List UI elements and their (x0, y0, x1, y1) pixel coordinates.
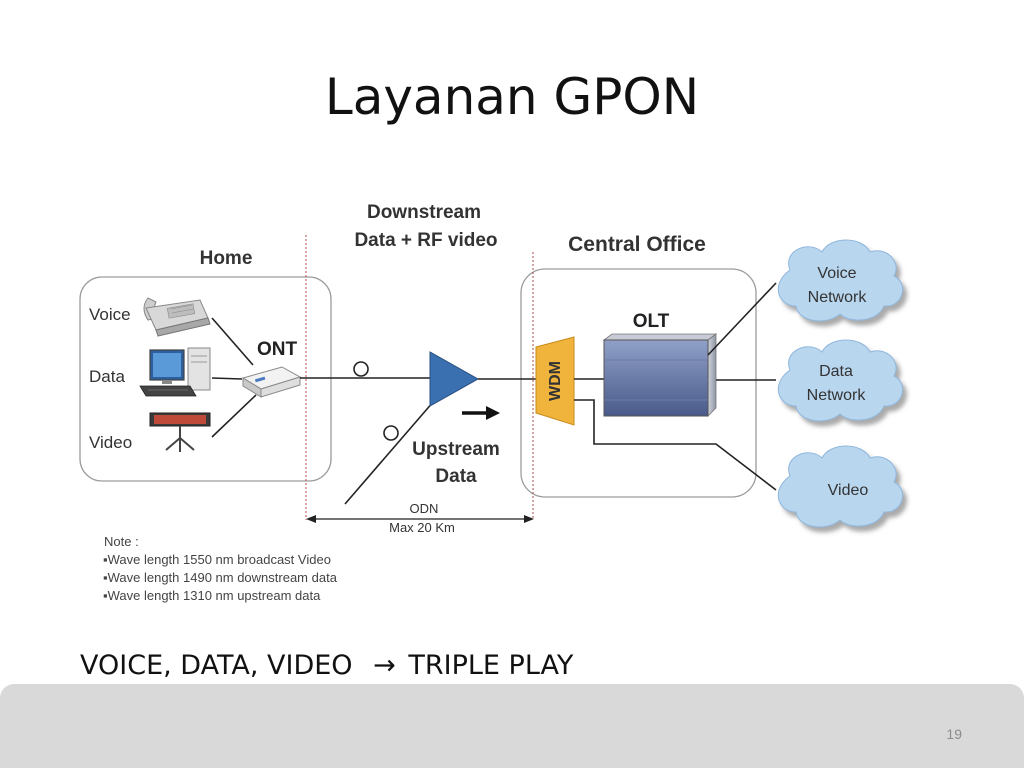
home-service-voice: Voice (89, 305, 131, 324)
note-line-2: ▪Wave length 1490 nm downstream data (103, 570, 338, 585)
ont-label: ONT (257, 339, 298, 360)
olt-label: OLT (633, 311, 670, 332)
ont-device-icon (241, 366, 302, 398)
voice-network-label-line1: Voice (817, 265, 856, 282)
upstream-arrow-head (486, 406, 500, 420)
wdm-block (535, 336, 575, 426)
video-network-label: Video (828, 482, 869, 499)
caption-services: VOICE, DATA, VIDEO (80, 650, 353, 681)
note-line-1: ▪Wave length 1550 nm broadcast Video (103, 552, 331, 567)
odn-label: ODN (410, 501, 439, 516)
computer-icon (139, 347, 211, 397)
data-network-label-line1: Data (819, 363, 853, 380)
note-line-3: ▪Wave length 1310 nm upstream data (103, 588, 321, 603)
downstream-label-line2: Data + RF video (354, 230, 497, 251)
video-to-ont-line (211, 394, 257, 438)
olt-to-voice-network-line (707, 282, 777, 356)
splitter-triangle (429, 351, 480, 407)
odn-distance-label: Max 20 Km (389, 520, 455, 535)
caption-triple-play: TRIPLE PLAY (408, 650, 574, 681)
data-network-label-line2: Network (807, 387, 867, 404)
wdm-label: WDM (547, 361, 564, 401)
odn-arrow-left (306, 515, 316, 523)
triple-play-caption: VOICE, DATA, VIDEO → TRIPLE PLAY (80, 650, 573, 681)
downstream-label-line1: Downstream (367, 202, 481, 223)
gpon-diagram: Downstream Data + RF video Home Central … (79, 202, 904, 603)
telephone-icon (143, 297, 211, 337)
video-network-cloud (777, 445, 904, 528)
voice-to-ont-line (211, 317, 254, 366)
olt-chassis-icon (602, 333, 718, 417)
note-title: Note : (104, 534, 139, 549)
upstream-label-line1: Upstream (412, 439, 500, 460)
caption-arrow-icon: → (373, 650, 396, 681)
wdm-to-video-line (574, 399, 777, 491)
upstream-label-line2: Data (435, 466, 477, 487)
central-office-label: Central Office (568, 233, 706, 256)
home-service-video: Video (89, 433, 132, 452)
slide-footer-bar: 19 (0, 684, 1024, 768)
data-network-cloud (777, 339, 904, 422)
voice-network-cloud (777, 239, 904, 322)
page-number: 19 (946, 726, 962, 742)
upstream-fiber-marker (383, 425, 399, 441)
slide-title: Layanan GPON (324, 68, 700, 126)
downstream-fiber-marker (353, 361, 369, 377)
home-service-data: Data (89, 367, 125, 386)
home-label: Home (200, 248, 253, 269)
upstream-branch-line (344, 393, 441, 505)
data-to-ont-line (211, 377, 243, 380)
odn-arrow-right (524, 515, 534, 523)
voice-network-label-line2: Network (808, 289, 868, 306)
video-screen-icon (149, 412, 211, 452)
